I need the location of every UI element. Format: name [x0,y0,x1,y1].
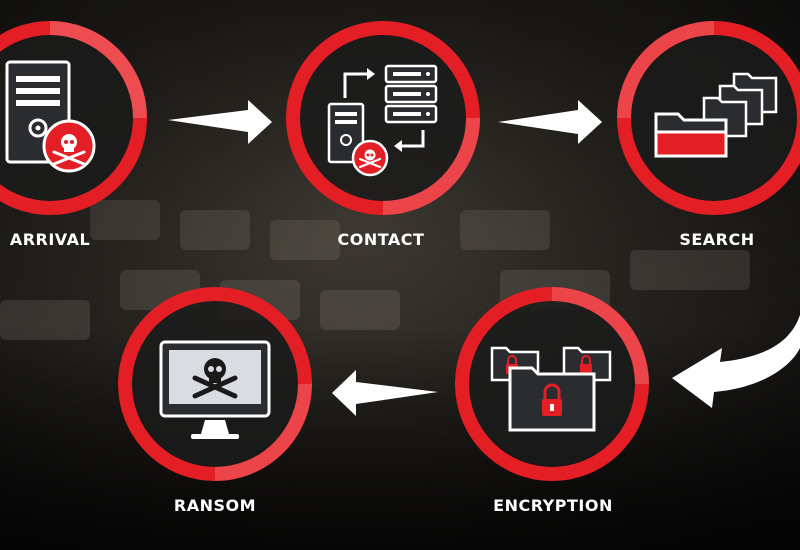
stage-contact [283,18,483,218]
skull-monitor-icon [159,340,271,439]
folders-search-icon [654,72,778,158]
stage-search [614,18,800,218]
stage-ransom [115,284,315,484]
c2-servers-icon [327,64,438,177]
stage-encryption [452,284,652,484]
stage-label-contact: CONTACT [337,230,425,249]
stage-label-arrival: ARRIVAL [9,230,91,249]
arrow-contact-to-search [498,100,602,144]
stage-label-search: SEARCH [679,230,755,249]
arrow-encryption-to-ransom [332,370,438,416]
arrow-arrival-to-contact [168,100,272,144]
stage-label-ransom: RANSOM [173,496,257,515]
arrow-search-to-encryption [672,315,800,408]
infected-server-icon [5,60,96,173]
stage-label-encryption: ENCRYPTION [493,496,613,515]
stage-arrival [0,18,150,218]
locked-folders-icon [490,346,612,432]
